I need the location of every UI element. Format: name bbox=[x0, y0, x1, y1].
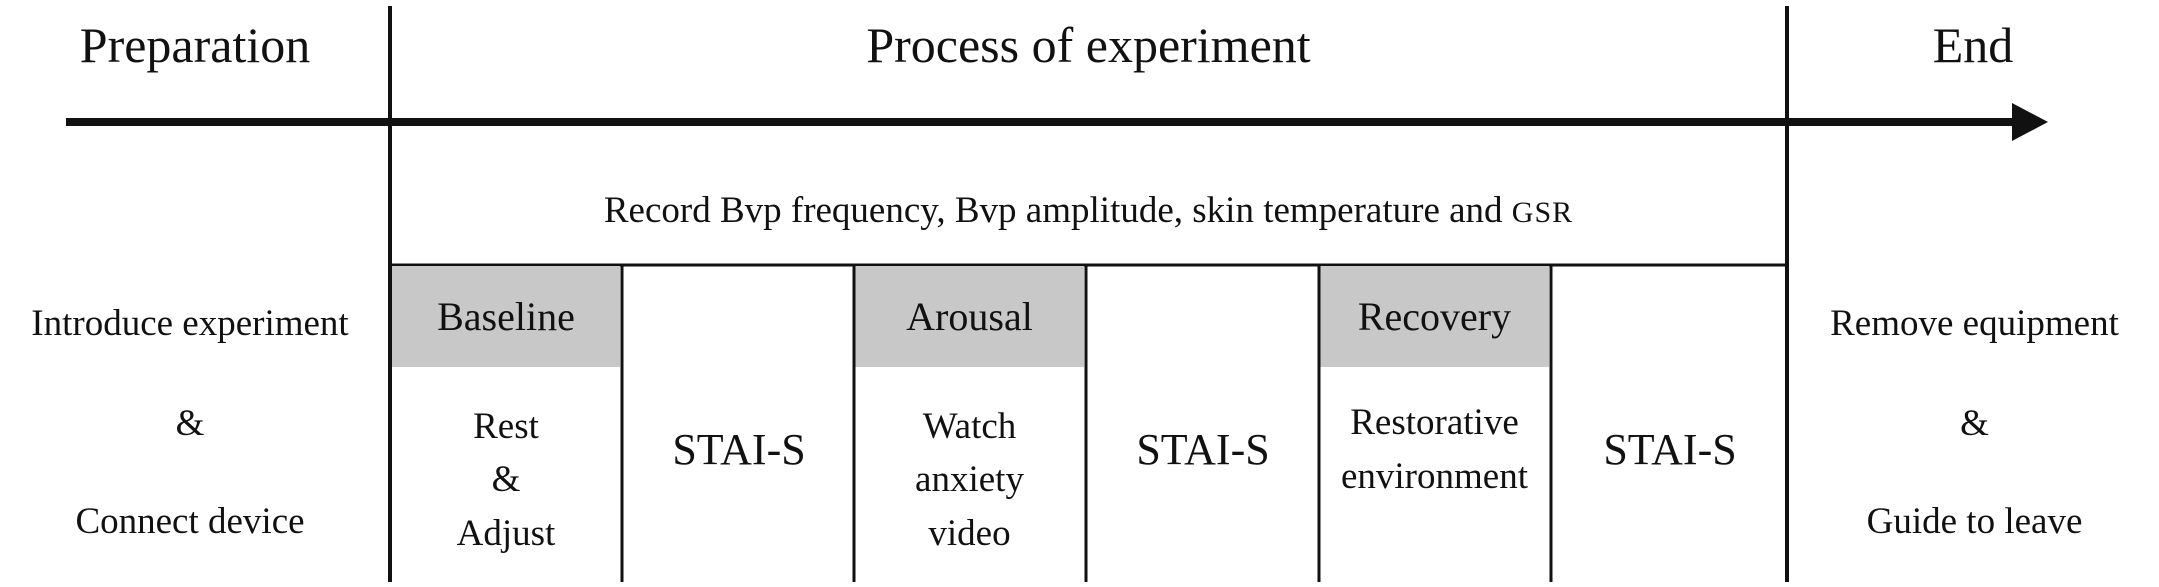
timeline-arrow-head bbox=[2012, 103, 2048, 141]
arousal-line-1: Watch bbox=[922, 405, 1017, 447]
end-line-3: Guide to leave bbox=[1866, 501, 2083, 542]
prep-line-3: Connect device bbox=[75, 501, 305, 542]
baseline-line-1: Rest bbox=[473, 405, 539, 447]
record-measures-text: Record Bvp frequency, Bvp amplitude, ski… bbox=[390, 192, 1787, 229]
prep-line-2: & bbox=[175, 403, 205, 444]
arousal-line-2: anxiety bbox=[915, 459, 1024, 501]
recovery-line-1: Restorative bbox=[1350, 402, 1519, 444]
stai-s-1: STAI-S bbox=[672, 425, 806, 474]
stai-s-2: STAI-S bbox=[1136, 425, 1270, 474]
baseline-line-2: & bbox=[491, 459, 521, 501]
phase-label-baseline: Baseline bbox=[437, 293, 575, 339]
end-line-1: Remove equipment bbox=[1830, 303, 2119, 344]
record-text: Record Bvp frequency, Bvp amplitude, ski… bbox=[603, 190, 1503, 231]
baseline-line-3: Adjust bbox=[456, 512, 556, 554]
arousal-header-fill bbox=[855, 266, 1084, 367]
baseline-activity: Rest & Adjust bbox=[392, 390, 620, 570]
arousal-line-3: video bbox=[928, 512, 1011, 554]
prep-line-1: Introduce experiment bbox=[31, 303, 349, 344]
heading-end: End bbox=[1932, 17, 2014, 73]
stai-s-3: STAI-S bbox=[1603, 425, 1737, 474]
phase-label-recovery: Recovery bbox=[1357, 293, 1512, 339]
recovery-activity: Restorative environment bbox=[1320, 390, 1549, 510]
baseline-header-fill bbox=[392, 266, 620, 367]
arousal-activity: Watch anxiety video bbox=[855, 390, 1084, 570]
recovery-header-fill bbox=[1320, 266, 1549, 367]
recovery-line-2: environment bbox=[1340, 456, 1528, 497]
end-line-2: & bbox=[1960, 403, 1989, 444]
phase-label-arousal: Arousal bbox=[906, 293, 1033, 339]
heading-process: Process of experiment bbox=[866, 17, 1311, 73]
record-gsr: GSR bbox=[1511, 196, 1574, 229]
heading-preparation: Preparation bbox=[79, 17, 311, 73]
